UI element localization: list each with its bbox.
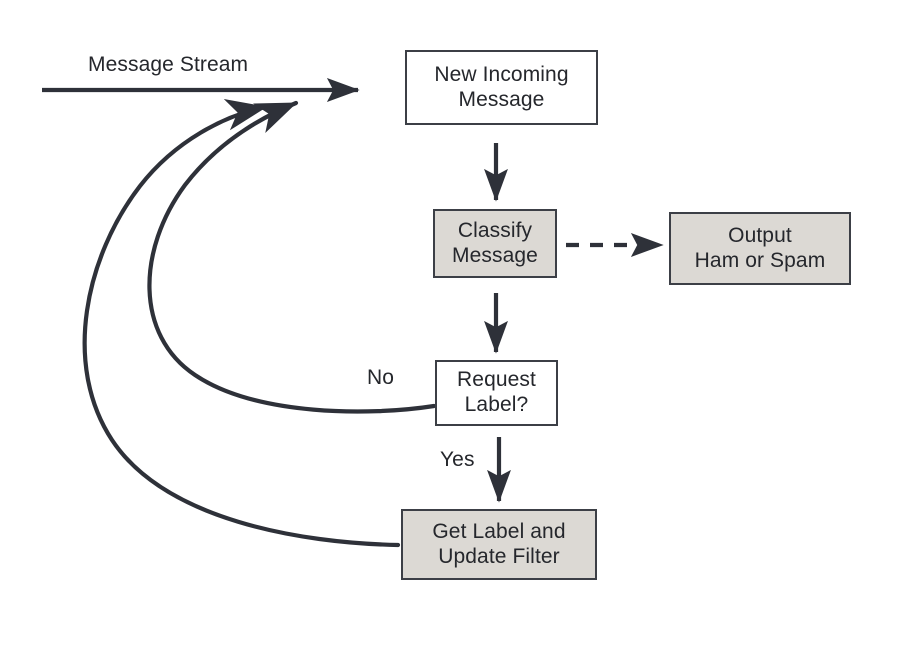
node-output-ham-or-spam[interactable]: Output Ham or Spam: [669, 212, 851, 285]
node-classify-message[interactable]: Classify Message: [433, 209, 557, 278]
edge-update-filter-loop: [82, 98, 401, 548]
node-get-label-and-update-filter[interactable]: Get Label and Update Filter: [401, 509, 597, 580]
edge-label-no: No: [367, 366, 395, 389]
edge-label-yes: Yes: [440, 448, 475, 471]
node-request-label[interactable]: Request Label?: [435, 360, 558, 426]
edge-label-message-stream: Message Stream: [88, 53, 249, 76]
node-new-incoming-message[interactable]: New Incoming Message: [405, 50, 598, 125]
edge-request-no-loop: [147, 100, 437, 414]
